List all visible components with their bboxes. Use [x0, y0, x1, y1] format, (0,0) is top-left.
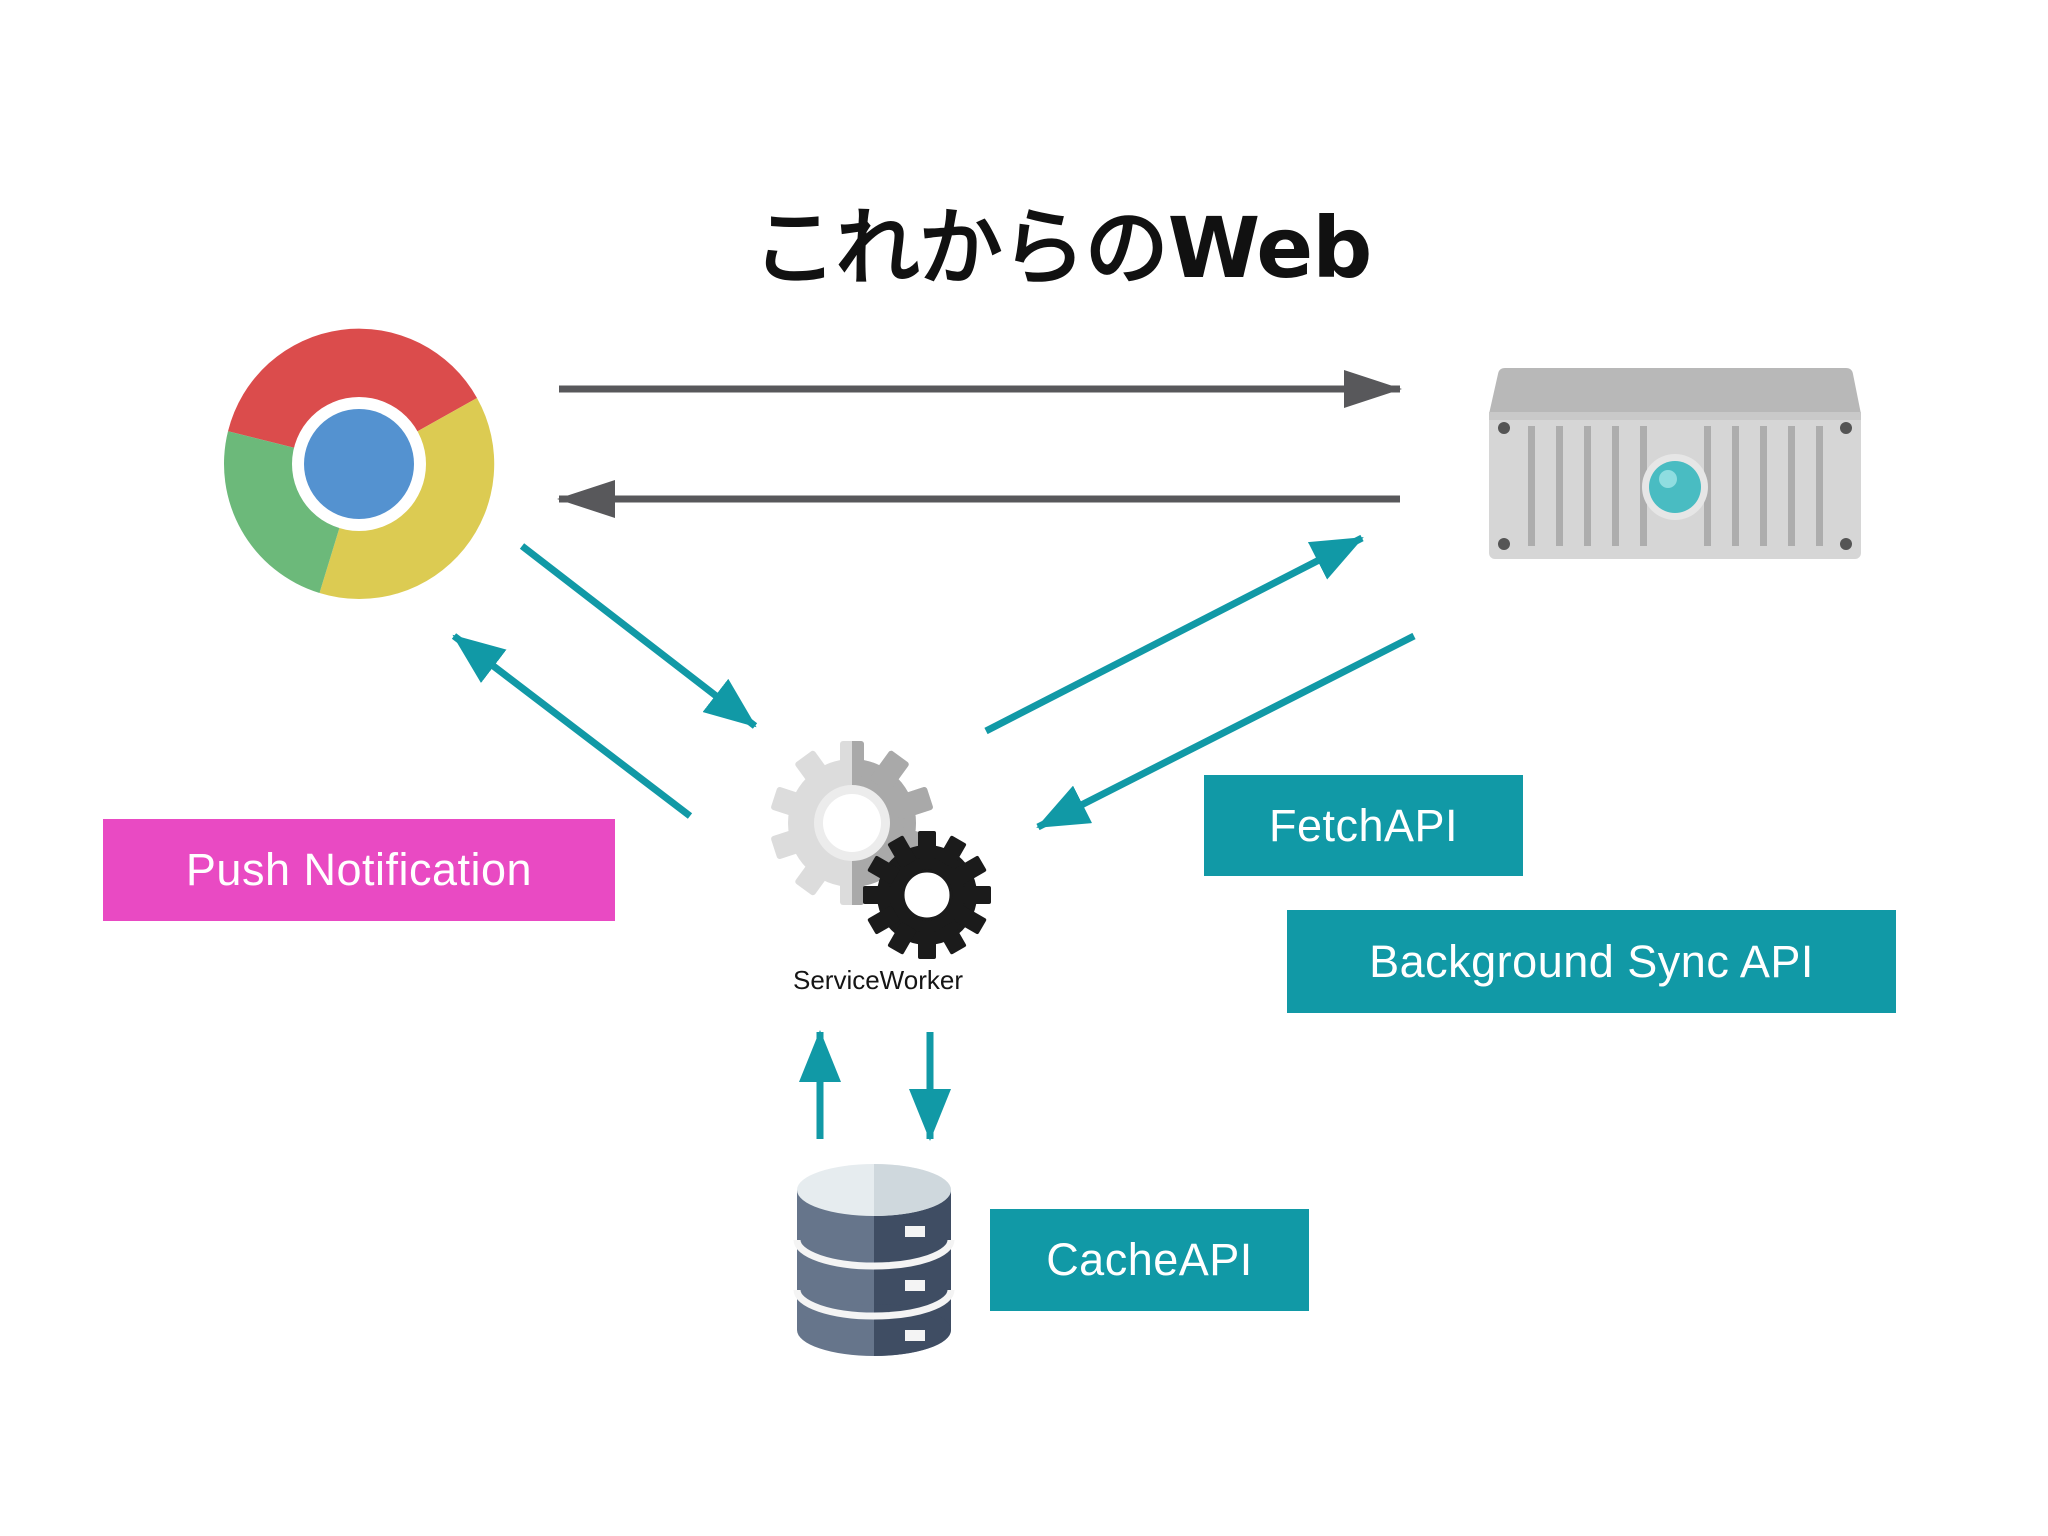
push-notification-box: Push Notification — [103, 819, 615, 921]
cache-api-text: CacheAPI — [1046, 1234, 1253, 1285]
cache-api-box: CacheAPI — [990, 1209, 1309, 1311]
background-sync-api-box: Background Sync API — [1287, 910, 1896, 1013]
arrow-serviceworker-to-browser — [451, 633, 693, 819]
arrow-serviceworker-to-server — [984, 534, 1364, 735]
push-notification-text: Push Notification — [185, 844, 533, 895]
arrow-server-to-serviceworker — [1036, 632, 1416, 831]
background-sync-api-text: Background Sync API — [1369, 935, 1814, 987]
chrome-browser-icon — [224, 328, 495, 599]
diagram-title: これからのWeb — [752, 199, 1373, 297]
arrow-browser-to-serviceworker — [519, 543, 758, 729]
server-icon — [1489, 368, 1861, 559]
fetch-api-text: FetchAPI — [1268, 799, 1459, 851]
database-icon — [793, 1164, 955, 1356]
fetch-api-box: FetchAPI — [1204, 775, 1523, 876]
service-worker-label: ServiceWorker — [792, 965, 963, 995]
gears-icon — [770, 741, 991, 959]
